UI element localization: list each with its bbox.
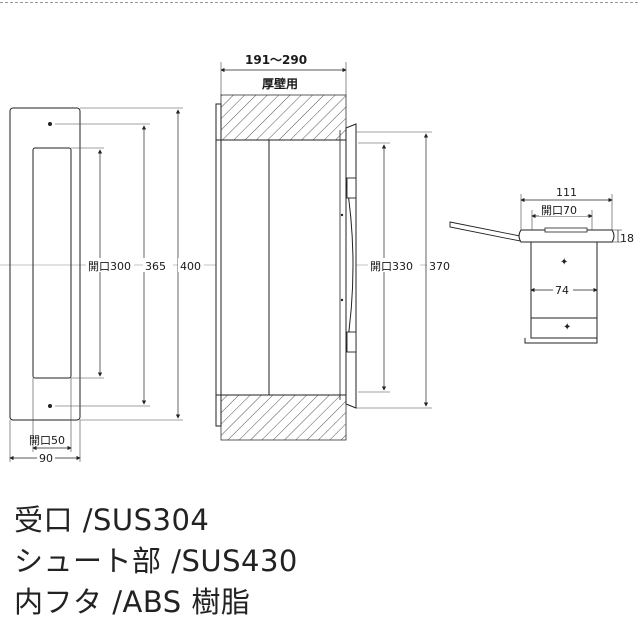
hinge-bottom — [346, 331, 357, 353]
front-plate-outline — [9, 107, 81, 421]
side-body-width-label: 74 — [555, 284, 569, 297]
section-height-label: 370 — [429, 260, 450, 273]
side-view: ✦ ✦ 111 開口70 18 74 — [449, 186, 634, 344]
materials-list: 受口 /SUS304 シュート部 /SUS430 内フタ /ABS 樹脂 — [14, 500, 298, 623]
front-view: 開口300 365 400 開口50 90 — [0, 107, 205, 465]
front-opening-outline — [32, 147, 72, 379]
front-opening-width-label: 開口50 — [29, 434, 65, 447]
side-flange-height-label: 18 — [620, 232, 634, 245]
front-width-label: 90 — [39, 452, 53, 465]
screw-mark-bottom: ✦ — [563, 322, 571, 333]
top-border-line — [0, 2, 638, 3]
side-width-label: 111 — [556, 186, 577, 199]
material-inner-lid: 内フタ /ABS 樹脂 — [14, 585, 251, 619]
section-opening-height-label: 開口330 — [370, 260, 413, 273]
section-view: 191～290 厚壁用 開口330 370 — [205, 53, 455, 441]
open-lid — [449, 221, 521, 242]
wall-type-label: 厚壁用 — [262, 76, 298, 91]
screw-mark-top: ✦ — [560, 257, 568, 268]
chute-outer-sleeve — [268, 139, 347, 396]
receiver-flange — [345, 123, 357, 409]
hinge-top — [346, 177, 357, 199]
inner-lid-curve — [345, 179, 354, 353]
front-opening-height-label: 開口300 — [88, 260, 131, 273]
material-receiver: 受口 /SUS304 — [14, 503, 210, 537]
material-chute: シュート部 /SUS430 — [14, 544, 298, 578]
screw-hole-bottom — [48, 404, 52, 408]
wall-thickness-label: 191～290 — [245, 53, 307, 67]
technical-drawing: 開口300 365 400 開口50 90 191～290 厚壁用 — [0, 53, 634, 465]
wall-section-bottom — [220, 394, 347, 441]
side-body — [530, 241, 598, 319]
front-inner-height-label: 365 — [145, 260, 166, 273]
side-body-bottom — [530, 317, 598, 339]
chute-inner-sleeve — [220, 139, 270, 396]
screw-hole-top — [48, 122, 52, 126]
front-height-label: 400 — [180, 260, 201, 273]
side-opening-width-label: 開口70 — [541, 204, 577, 217]
wall-section-top — [220, 94, 347, 141]
